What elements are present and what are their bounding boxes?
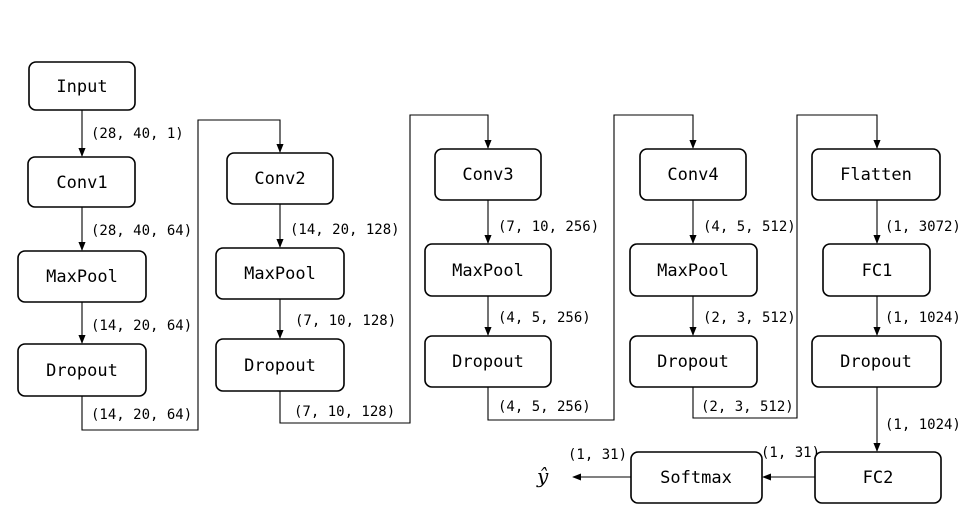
edge-label-dropout3-conv4: (4, 5, 256) xyxy=(498,399,591,415)
node-dropout2: Dropout xyxy=(215,338,345,392)
node-fc2-label: FC2 xyxy=(863,468,894,488)
edge-dropout3-conv4 xyxy=(487,114,697,421)
node-dropout1: Dropout xyxy=(17,343,147,397)
node-dropout5-label: Dropout xyxy=(840,352,912,372)
edge-label-conv2-maxpool2: (14, 20, 128) xyxy=(290,222,400,238)
edge-dropout1-conv2 xyxy=(81,119,284,431)
node-fc1: FC1 xyxy=(822,243,931,297)
node-flatten: Flatten xyxy=(811,148,941,201)
node-maxpool3: MaxPool xyxy=(424,243,552,297)
edge-dropout2-conv3 xyxy=(279,114,492,424)
node-maxpool1: MaxPool xyxy=(17,250,147,303)
node-conv1: Conv1 xyxy=(27,156,136,208)
node-conv1-label: Conv1 xyxy=(56,173,107,193)
node-dropout4-label: Dropout xyxy=(657,352,729,372)
node-input-label: Input xyxy=(56,77,107,97)
edge-label-conv4-maxpool4: (4, 5, 512) xyxy=(703,219,796,235)
node-conv2-label: Conv2 xyxy=(254,169,305,189)
node-dropout3-label: Dropout xyxy=(452,352,524,372)
edge-labels: (28, 40, 1) (28, 40, 64) (14, 20, 64) (1… xyxy=(91,126,959,463)
edge-label-dropout4-flatten: (2, 3, 512) xyxy=(701,399,794,415)
node-fc2: FC2 xyxy=(814,451,942,504)
edge-label-maxpool1-dropout1: (14, 20, 64) xyxy=(91,318,192,334)
edge-label-flatten-fc1: (1, 3072) xyxy=(885,219,959,235)
edge-label-conv1-maxpool1: (28, 40, 64) xyxy=(91,223,192,239)
node-maxpool2-label: MaxPool xyxy=(244,264,316,284)
node-conv3: Conv3 xyxy=(434,148,542,201)
node-maxpool3-label: MaxPool xyxy=(452,261,524,281)
edge-label-conv3-maxpool3: (7, 10, 256) xyxy=(498,219,599,235)
edge-label-maxpool2-dropout2: (7, 10, 128) xyxy=(295,313,396,329)
node-dropout1-label: Dropout xyxy=(46,361,118,381)
edge-label-maxpool4-dropout4: (2, 3, 512) xyxy=(703,310,796,326)
node-conv4: Conv4 xyxy=(639,148,747,201)
node-maxpool2: MaxPool xyxy=(215,247,345,300)
edges xyxy=(78,110,881,481)
node-conv3-label: Conv3 xyxy=(462,165,513,185)
edge-label-input-conv1: (28, 40, 1) xyxy=(91,126,184,142)
node-maxpool4: MaxPool xyxy=(629,243,758,297)
node-conv4-label: Conv4 xyxy=(667,165,718,185)
node-dropout4: Dropout xyxy=(629,335,758,388)
edge-dropout4-flatten xyxy=(692,114,881,419)
edge-label-dropout5-fc2: (1, 1024) xyxy=(885,417,959,433)
node-softmax-label: Softmax xyxy=(660,468,732,488)
output-y-hat: ŷ xyxy=(536,464,549,488)
node-maxpool4-label: MaxPool xyxy=(657,261,729,281)
node-dropout5: Dropout xyxy=(811,335,942,388)
node-conv2: Conv2 xyxy=(226,152,334,205)
node-flatten-label: Flatten xyxy=(840,165,912,185)
node-dropout2-label: Dropout xyxy=(244,356,316,376)
edge-label-maxpool3-dropout3: (4, 5, 256) xyxy=(498,310,591,326)
node-input: Input xyxy=(28,61,136,111)
edge-label-fc2-softmax: (1, 31) xyxy=(761,445,820,461)
nodes: Input Conv1 MaxPool Dropout Conv2 MaxPoo… xyxy=(17,61,942,504)
node-fc1-label: FC1 xyxy=(862,261,893,281)
node-maxpool1-label: MaxPool xyxy=(46,267,118,287)
edge-label-dropout2-conv3: (7, 10, 128) xyxy=(294,404,395,420)
edge-label-fc1-dropout5: (1, 1024) xyxy=(885,310,959,326)
edge-label-softmax-output: (1, 31) xyxy=(568,447,627,463)
node-softmax: Softmax xyxy=(630,451,763,504)
edge-label-dropout1-conv2: (14, 20, 64) xyxy=(91,407,192,423)
node-dropout3: Dropout xyxy=(424,335,552,388)
